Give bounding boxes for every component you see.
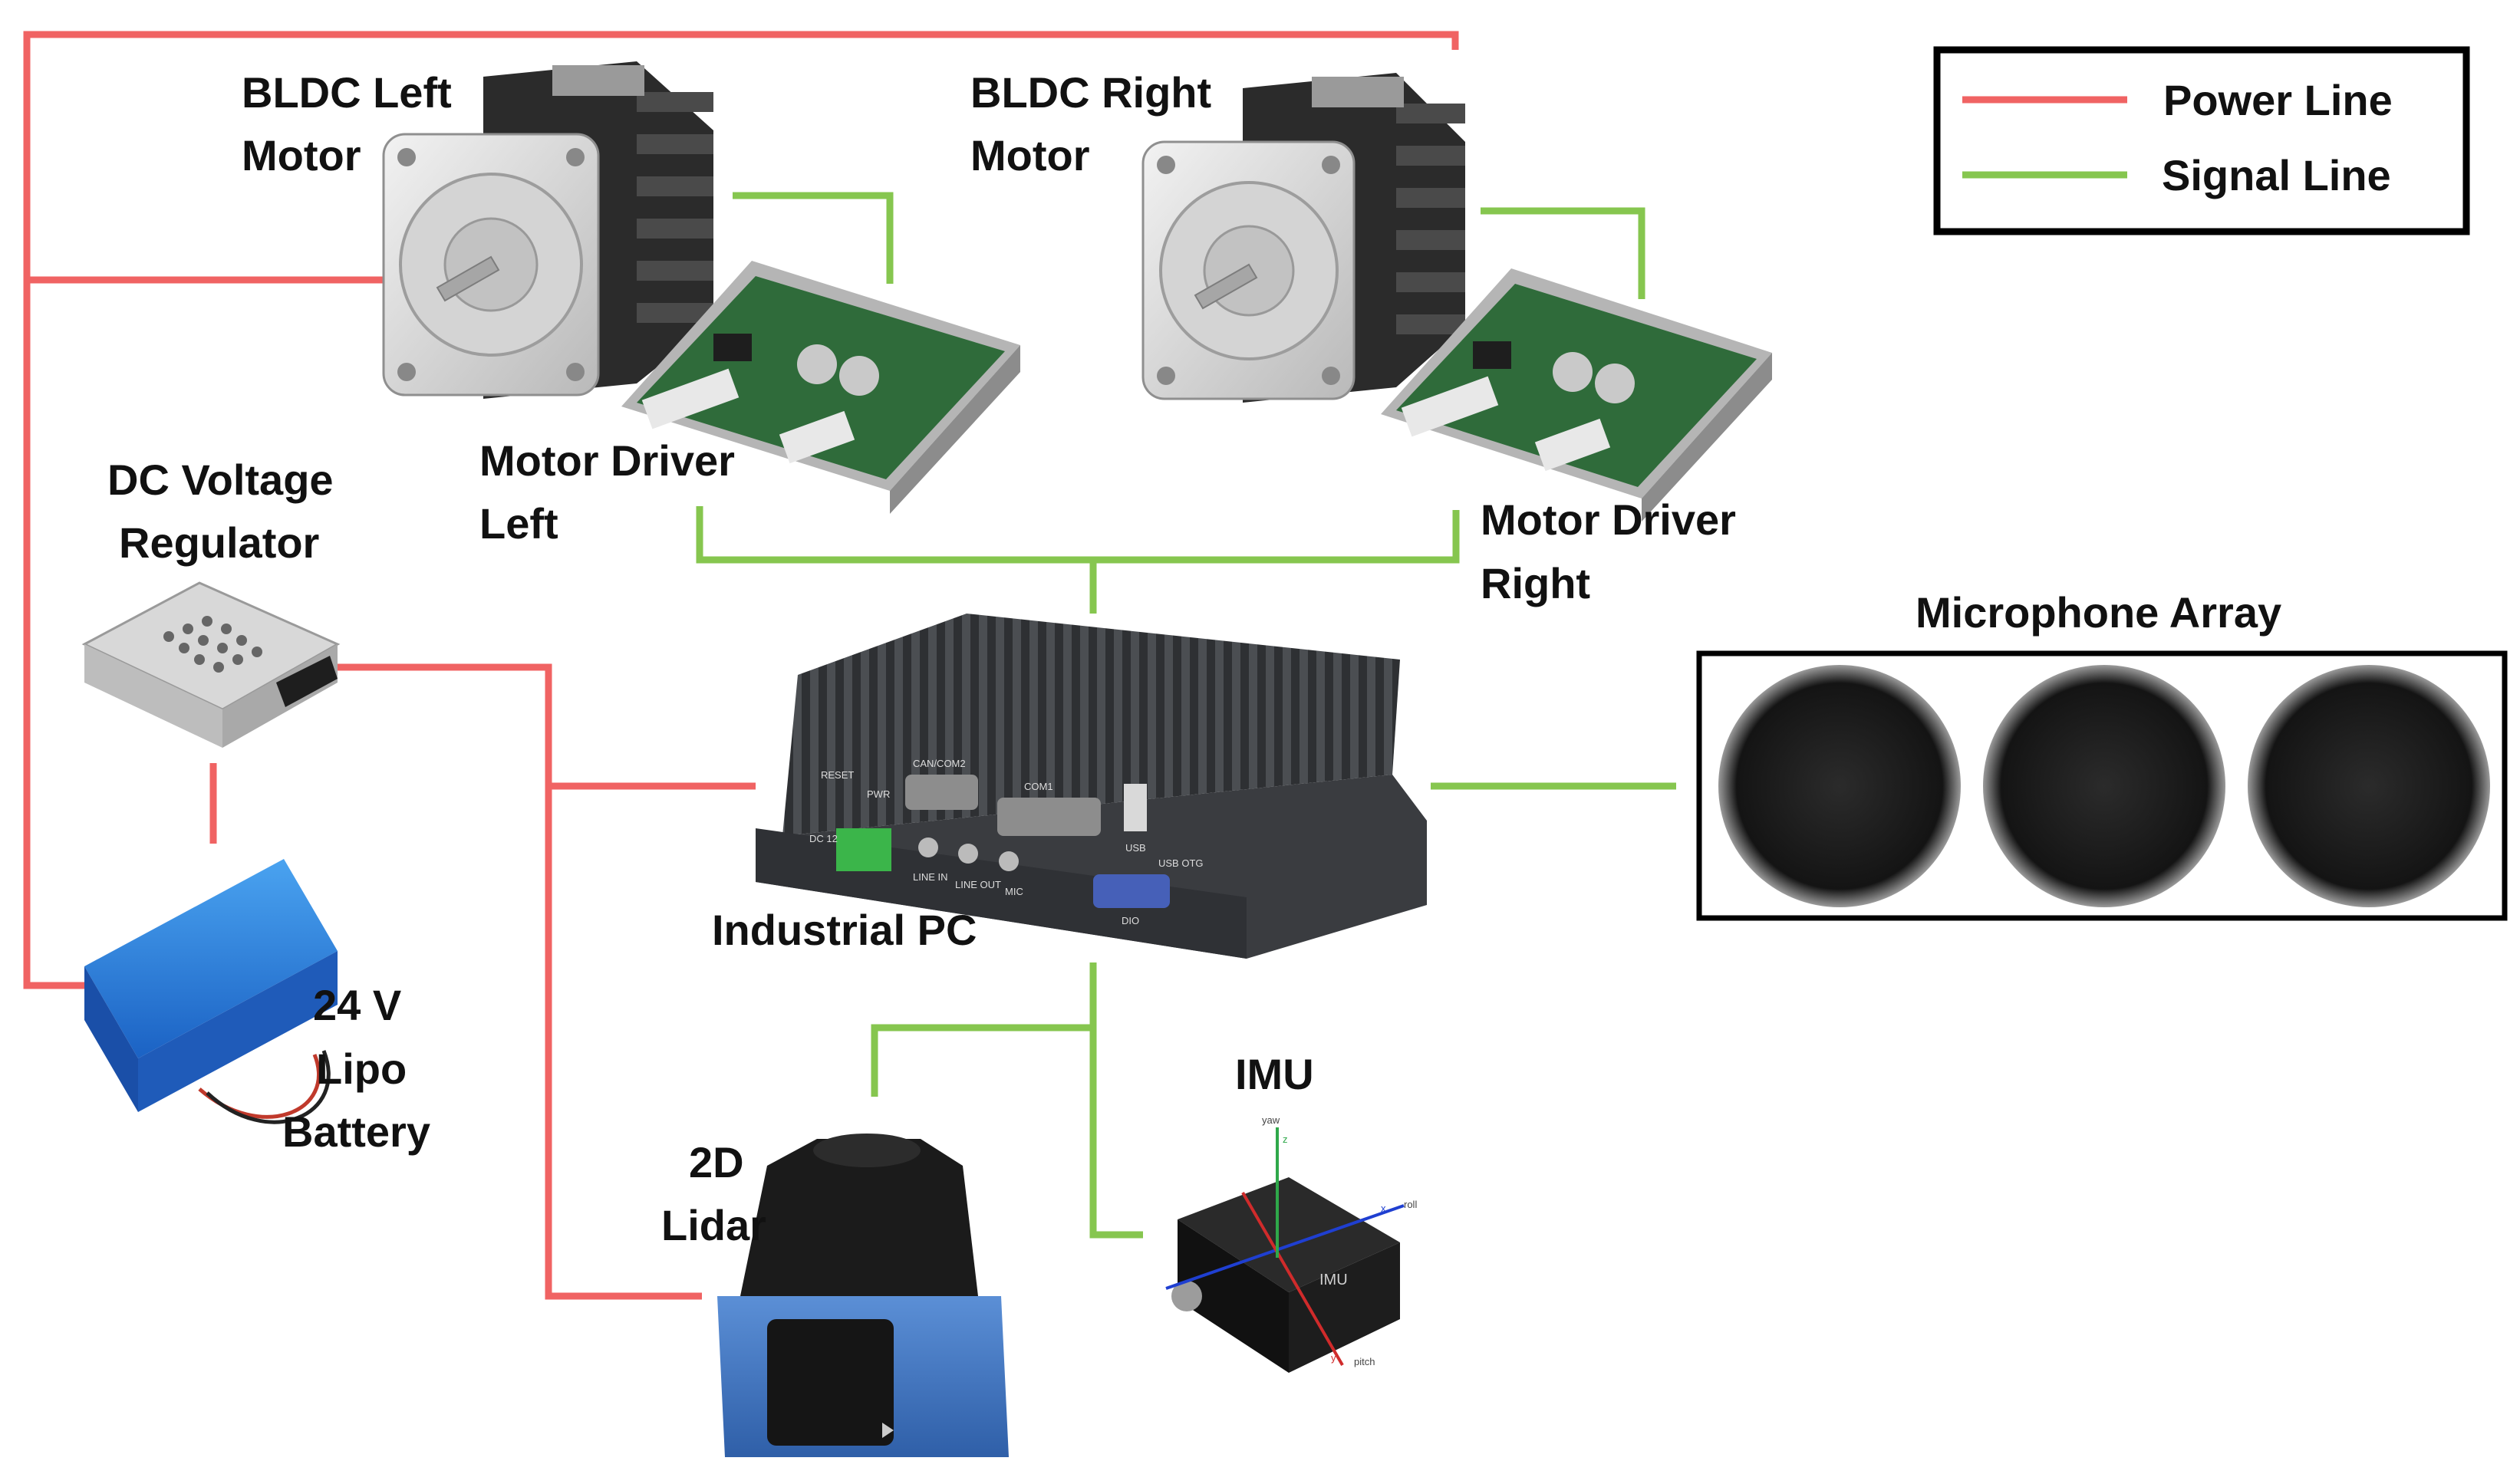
label-industrial-pc: Industrial PC	[712, 906, 977, 954]
label-bldc-left-2: Motor	[242, 131, 361, 179]
signal-lines	[696, 192, 1676, 1239]
power-lines	[23, 31, 1459, 1300]
legend-power-label: Power Line	[2163, 76, 2393, 124]
dc-regulator-image	[81, 581, 341, 748]
imu-axis-roll	[1165, 1204, 1405, 1290]
signal-line-pc-down	[1089, 962, 1143, 1239]
pc-can-port	[905, 775, 978, 810]
pc-dio-text: DIO	[1122, 915, 1139, 926]
label-battery-1: 24 V	[313, 981, 401, 1029]
legend-frame	[1933, 46, 2470, 235]
power-line-regulator-out	[338, 663, 702, 1300]
pc-usb-text: USB	[1125, 842, 1146, 854]
label-battery-3: Battery	[282, 1107, 430, 1156]
label-lidar-2: Lidar	[661, 1201, 766, 1249]
label-driver-right-1: Motor Driver	[1481, 495, 1736, 544]
pc-mic-text: MIC	[1005, 886, 1023, 897]
pc-dio-port	[1093, 874, 1170, 908]
signal-line-drivers-bus	[696, 506, 1460, 564]
label-imu: IMU	[1235, 1050, 1314, 1098]
pc-usb-otg-text: USB OTG	[1158, 857, 1204, 869]
label-lidar-1: 2D	[689, 1138, 744, 1186]
motor-driver-left-image	[621, 261, 1020, 514]
label-bldc-right-1: BLDC Right	[970, 68, 1211, 117]
label-driver-left-1: Motor Driver	[479, 436, 735, 485]
signal-line-lidar	[871, 1024, 1093, 1097]
imu-x-text: x	[1381, 1203, 1386, 1214]
pc-com1-text: COM1	[1024, 781, 1053, 792]
pc-dc-text: DC 12	[809, 833, 838, 844]
pc-usb-port	[1124, 784, 1147, 831]
pc-reset-text: RESET	[821, 769, 854, 781]
pc-can-text: CAN/COM2	[913, 758, 966, 769]
signal-line-right-motor	[1481, 207, 1645, 299]
label-bldc-right-2: Motor	[970, 131, 1090, 179]
label-bldc-left-1: BLDC Left	[242, 68, 452, 117]
pc-line-in-text: LINE IN	[913, 871, 948, 883]
lidar-image	[717, 1134, 1009, 1457]
legend: Power Line Signal Line	[1933, 46, 2470, 235]
imu-image: IMU yaw roll pitch x y z	[1165, 1114, 1417, 1373]
imu-pitch-text: pitch	[1354, 1356, 1375, 1367]
imu-y-text: y	[1331, 1352, 1336, 1364]
pc-dc-terminal	[836, 828, 891, 871]
label-battery-2: Lipo	[316, 1045, 407, 1093]
imu-axis-pitch	[1241, 1191, 1344, 1367]
microphone-3	[2248, 665, 2490, 907]
bldc-right-motor-image	[1141, 73, 1465, 403]
power-line-top	[23, 31, 1459, 989]
industrial-pc-image: RESET PWR CAN/COM2 COM1 DC 12 LINE IN LI…	[756, 614, 1427, 959]
pc-line-out-text: LINE OUT	[955, 879, 1001, 890]
imu-yaw-text: yaw	[1262, 1114, 1280, 1126]
battery-image	[84, 859, 338, 1124]
label-driver-right-2: Right	[1481, 559, 1590, 607]
microphone-array	[1696, 650, 2508, 921]
label-regulator-2: Regulator	[119, 518, 319, 567]
pc-com1-port	[997, 798, 1101, 836]
microphone-2	[1983, 665, 2225, 907]
motor-driver-right-image	[1381, 268, 1772, 522]
imu-body-text: IMU	[1319, 1272, 1348, 1288]
pc-pwr-text: PWR	[867, 788, 890, 800]
imu-roll-text: roll	[1404, 1199, 1417, 1210]
legend-signal-label: Signal Line	[2162, 151, 2391, 199]
label-regulator-1: DC Voltage	[107, 456, 334, 504]
imu-z-text: z	[1283, 1134, 1288, 1145]
signal-line-left-motor	[733, 192, 894, 284]
label-microphone-array: Microphone Array	[1916, 588, 2281, 637]
component-labels: BLDC Left Motor BLDC Right Motor Motor D…	[107, 68, 2281, 1249]
microphone-1	[1718, 665, 1961, 907]
bldc-left-motor-image	[382, 61, 713, 399]
label-driver-left-2: Left	[479, 499, 558, 548]
